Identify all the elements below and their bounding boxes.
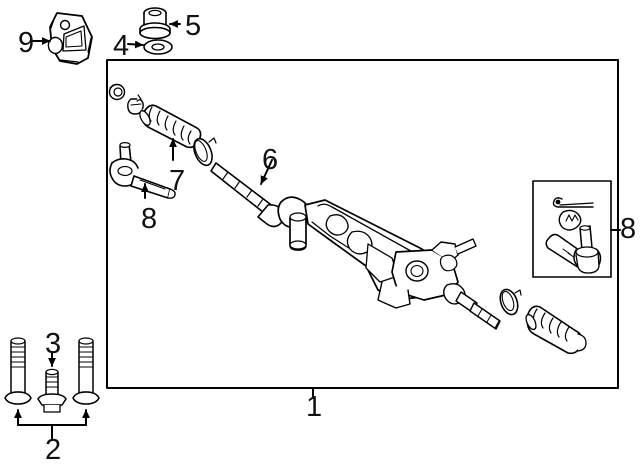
callout-number-7: 7 bbox=[169, 165, 186, 197]
part-castle-nut bbox=[558, 209, 582, 231]
part-5-flange-nut bbox=[139, 7, 171, 40]
callout-number-5: 5 bbox=[185, 10, 202, 42]
leader-2-bracket bbox=[14, 409, 90, 441]
callout-number-6: 6 bbox=[262, 144, 279, 176]
callout-number-9: 9 bbox=[18, 27, 35, 59]
boot-clamp-small bbox=[108, 83, 126, 101]
leader-4 bbox=[127, 40, 144, 49]
part-4-washer bbox=[143, 39, 173, 55]
boot-clamp-ring-left bbox=[193, 137, 217, 167]
callout-number-8-left: 8 bbox=[141, 203, 158, 235]
callout-number-1: 1 bbox=[306, 391, 323, 423]
part-9-mounting-bracket bbox=[47, 12, 93, 65]
part-1-steering-gear-assembly bbox=[277, 196, 501, 330]
part-2-mounting-bolt-long-a bbox=[4, 337, 32, 405]
boot-clip bbox=[127, 94, 144, 115]
part-cotter-pin bbox=[552, 197, 594, 208]
part-7-rack-boot-right bbox=[525, 305, 587, 355]
part-8-outer-tie-rod-end-left bbox=[109, 142, 176, 199]
callout-number-2: 2 bbox=[45, 434, 62, 466]
part-3-mounting-bolt-short bbox=[37, 368, 67, 413]
boot-clamp-ring-right bbox=[499, 288, 522, 316]
callout-number-3: 3 bbox=[45, 328, 62, 360]
part-6-inner-tie-rod bbox=[210, 162, 297, 228]
part-7-rack-boot-left bbox=[139, 103, 202, 151]
callout-number-4: 4 bbox=[113, 30, 130, 62]
callout-number-8-right: 8 bbox=[620, 213, 637, 245]
part-2-mounting-bolt-long-b bbox=[72, 337, 100, 405]
part-8-outer-tie-rod-end-kit bbox=[545, 225, 602, 274]
leader-6 bbox=[260, 159, 273, 185]
